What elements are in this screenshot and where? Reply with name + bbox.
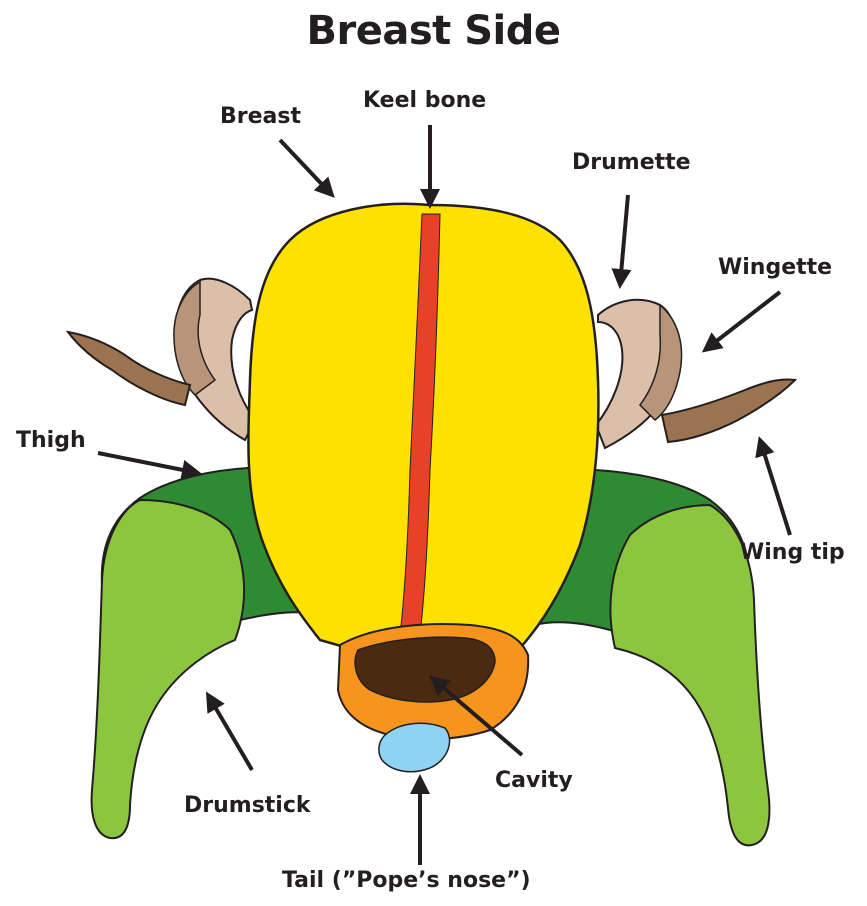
label-tail: Tail (”Pope’s nose”) (282, 868, 531, 893)
diagram-title: Breast Side (0, 8, 867, 54)
right-wing (596, 300, 795, 448)
left-wing-tip (68, 332, 190, 405)
left-drumstick (92, 500, 244, 838)
right-wing-tip-shape (662, 379, 795, 442)
arrow-wingette (705, 292, 780, 350)
label-cavity: Cavity (495, 768, 573, 793)
arrow-breast (280, 140, 332, 195)
label-keel-bone: Keel bone (363, 88, 486, 113)
label-drumette: Drumette (572, 150, 691, 175)
label-breast: Breast (220, 104, 301, 129)
arrow-drumette (620, 195, 628, 285)
label-wing-tip: Wing tip (740, 540, 845, 565)
arrow-drumstick (208, 695, 252, 770)
label-thigh: Thigh (16, 428, 86, 453)
label-drumstick: Drumstick (184, 793, 311, 818)
label-wingette: Wingette (718, 255, 832, 280)
arrow-thigh (98, 453, 198, 473)
left-wing (68, 279, 255, 440)
arrow-wing-tip (760, 440, 790, 535)
